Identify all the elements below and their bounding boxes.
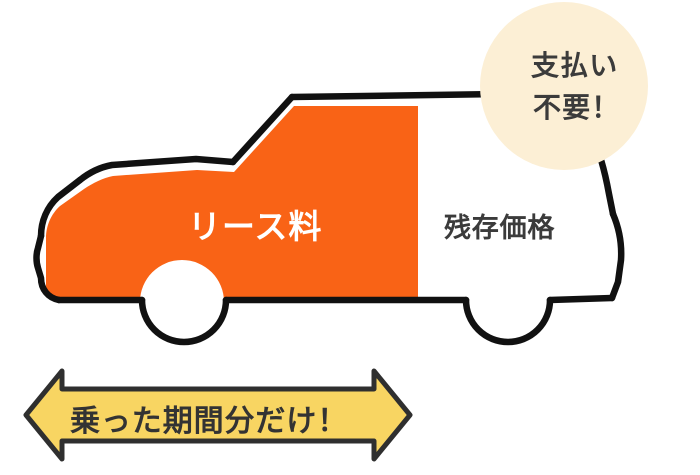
arrow-banner-shape bbox=[23, 368, 413, 462]
lease-portion-fill bbox=[46, 106, 418, 298]
car-outline bbox=[33, 90, 625, 346]
duration-arrow-banner bbox=[23, 368, 413, 462]
payment-not-required-badge bbox=[480, 2, 648, 170]
lease-portion-group bbox=[46, 106, 418, 302]
